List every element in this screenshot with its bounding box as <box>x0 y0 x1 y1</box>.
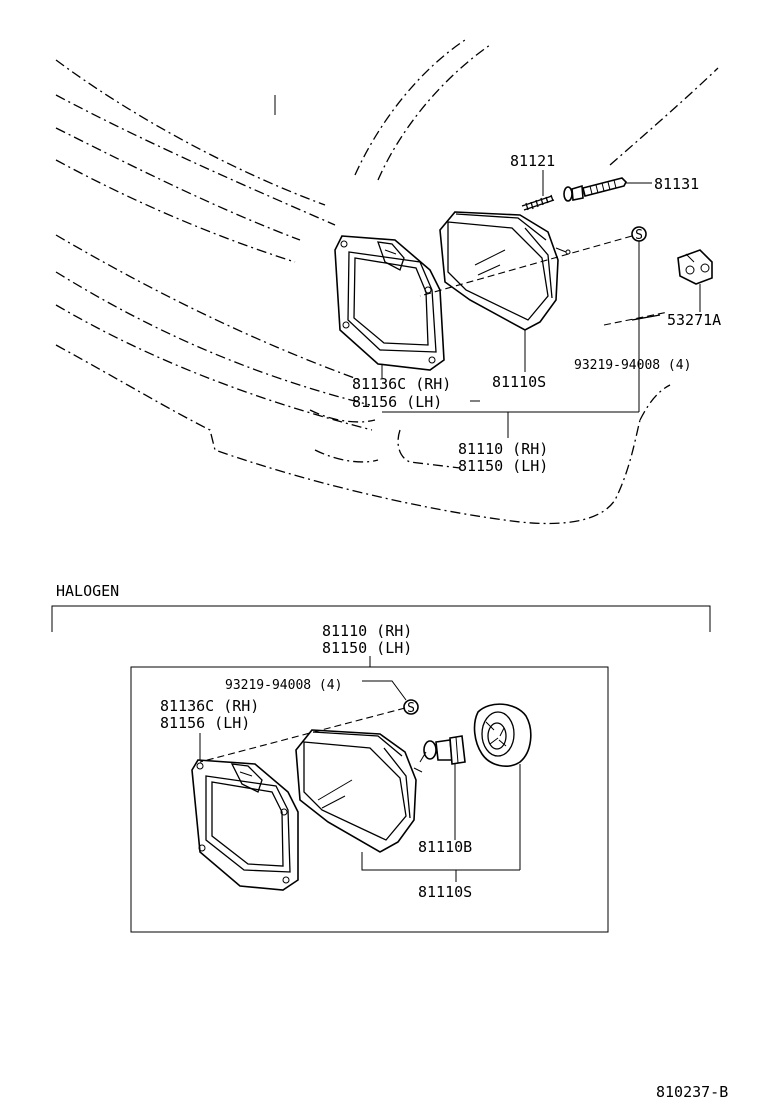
halogen-bulb <box>419 735 466 765</box>
figure-code: 810237-B <box>656 1083 728 1101</box>
label-81110s-top: 81110S <box>492 373 546 391</box>
screw-marker-top: S <box>631 226 647 243</box>
label-81121: 81121 <box>510 152 555 170</box>
adjusting-screw <box>563 177 627 202</box>
headlamp-mounting-ring-top <box>334 235 445 371</box>
label-81156-lh-top: 81156 (LH) <box>352 393 442 411</box>
halogen-assembly-box <box>130 666 609 933</box>
label-53271a: 53271A <box>667 311 721 329</box>
label-93219-94008-top: 93219-94008 (4) <box>574 358 691 373</box>
headlamp-mounting-ring-halogen <box>191 759 299 891</box>
halogen-bracket <box>51 605 711 632</box>
halogen-title: HALOGEN <box>56 582 119 600</box>
label-81110-rh-halogen: 81110 (RH) <box>322 622 412 640</box>
label-81136c-rh-top: 81136C (RH) <box>352 375 451 393</box>
alignment-line-halogen <box>199 707 406 763</box>
label-81150-lh-top: 81150 (LH) <box>458 457 548 475</box>
label-81136c-rh-halogen: 81136C (RH) <box>160 697 259 715</box>
adjusting-spring <box>521 194 555 211</box>
vehicle-body-outline <box>55 39 719 525</box>
label-81110b: 81110B <box>418 838 472 856</box>
bulb-rubber-cover <box>473 703 532 767</box>
label-81131: 81131 <box>654 175 699 193</box>
label-81110-rh-top: 81110 (RH) <box>458 440 548 458</box>
label-93219-94008-halogen: 93219-94008 (4) <box>225 678 342 693</box>
screw-marker-halogen: S <box>403 699 419 716</box>
halogen-headlamp-unit <box>295 729 423 853</box>
screw-marker-top-letter: S <box>635 228 643 243</box>
label-81110s-halogen: 81110S <box>418 883 472 901</box>
screw-marker-halogen-letter: S <box>407 701 415 716</box>
leader-lines-top <box>381 170 701 438</box>
sealed-beam-headlamp-top <box>439 211 571 331</box>
label-81150-lh-halogen: 81150 (LH) <box>322 639 412 657</box>
label-81156-lh-halogen: 81156 (LH) <box>160 714 250 732</box>
retainer-clip <box>677 249 713 285</box>
alignment-line-top <box>419 235 633 297</box>
leader-lines-halogen <box>199 680 521 882</box>
